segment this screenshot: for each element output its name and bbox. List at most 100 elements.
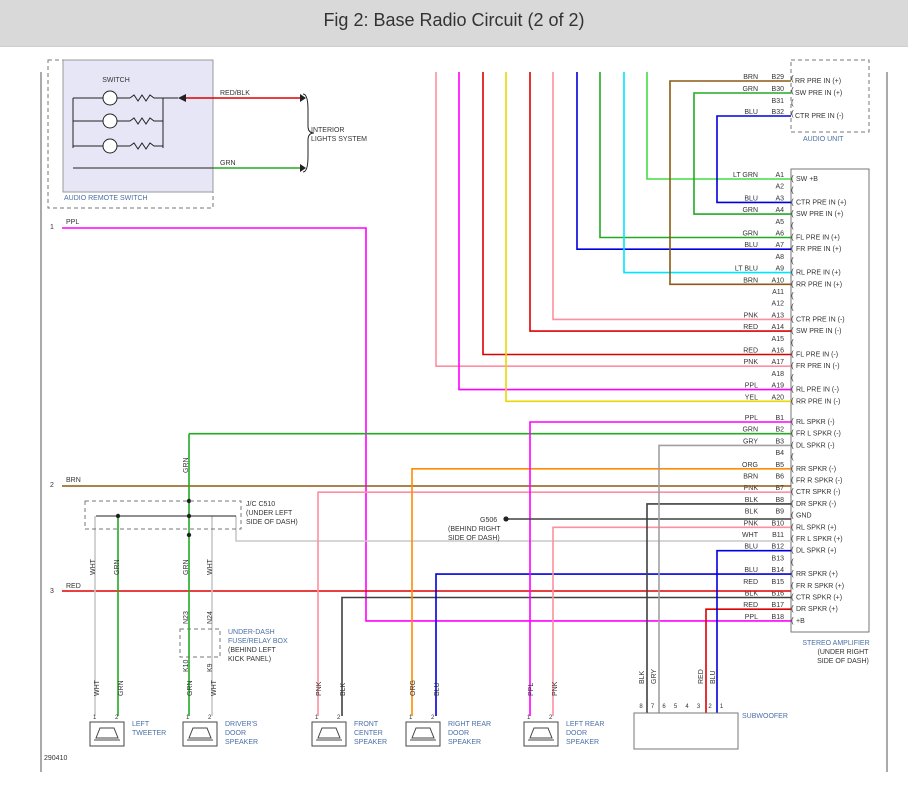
amp-pin-number: A4 (775, 207, 784, 214)
amp-pin-number: B11 (772, 532, 784, 539)
au-pin-signal: RR PRE IN (+) (795, 78, 841, 85)
vwire-label-grn-2: GRN (183, 559, 190, 575)
amp-pin-socket: ( (791, 186, 794, 195)
amp-pin-number: A3 (775, 195, 784, 202)
speaker-icon (95, 727, 119, 739)
ground-node-icon (503, 516, 509, 522)
ground-g506: G506 (BEHIND RIGHT SIDE OF DASH) (448, 516, 509, 542)
amp-pin-socket: ( (791, 417, 794, 426)
remote-switch-switch-label: SWITCH (102, 77, 130, 84)
junction-connector-c510: J/C C510 (UNDER LEFT SIDE OF DASH) (84, 500, 298, 530)
wire-a14 (529, 72, 791, 332)
sub-wire-label: BLU (710, 670, 717, 684)
led-row-2 (73, 113, 163, 129)
amp-pin-signal: FL PRE IN (+) (796, 235, 840, 242)
amp-pin-socket: ( (791, 499, 794, 508)
speaker-box (311, 721, 347, 747)
amp-pin-socket: ( (791, 291, 794, 300)
amp-pin-number: A9 (775, 266, 784, 273)
amp-pin-socket: ( (791, 209, 794, 218)
speaker-wire-label: WHT (94, 679, 101, 696)
speaker-pin-number: 2 (337, 715, 341, 721)
wire-a6 (599, 72, 791, 239)
amp-pin-socket: ( (791, 522, 794, 531)
amp-pin-socket: ( (791, 569, 794, 578)
remote-switch-inner-box (62, 59, 214, 193)
wire-b16-center (341, 596, 791, 716)
amp-pin-signal: DL SPKR (-) (796, 442, 835, 449)
speaker-box (523, 721, 559, 747)
amp-pin-color: PPL (745, 614, 758, 621)
wire-a16 (482, 72, 791, 356)
speaker-pin-number: 1 (93, 715, 97, 721)
speaker-pin-number: 2 (549, 715, 553, 721)
speaker-pin-number: 2 (431, 715, 435, 721)
amp-pin-color: BRN (743, 277, 758, 284)
wire-label-red-blk: RED/BLK (220, 90, 250, 97)
amp-pin-signal: RR SPKR (-) (796, 466, 836, 473)
wire-label-brn-left: BRN (66, 477, 81, 484)
wire-b3-sub (658, 444, 791, 716)
amp-pin-socket: ( (791, 557, 794, 566)
speaker-pin-number: 2 (208, 715, 212, 721)
au-pin-signal: CTR PRE IN (-) (795, 113, 844, 120)
led-icon (102, 113, 118, 129)
amp-pin-signal: FL PRE IN (-) (796, 352, 838, 359)
speaker-wire-label: BLU (434, 682, 441, 696)
wire-b1-lr (529, 421, 791, 716)
amp-pin-socket: ( (791, 361, 794, 370)
amplifier-label-2: (UNDER RIGHT (818, 649, 870, 656)
speaker-icon (188, 727, 212, 739)
speaker-name: SPEAKER (225, 739, 258, 746)
au-pin-socket: ( (791, 98, 794, 107)
amp-pin-socket: ( (791, 534, 794, 543)
ground-label-2: (BEHIND RIGHT (448, 526, 501, 533)
speaker-name: SPEAKER (566, 739, 599, 746)
bracket (302, 93, 315, 173)
sub-wire-label: BLK (639, 670, 646, 684)
left-wires: 1 PPL 2 BRN 3 RED (50, 219, 81, 595)
speaker-pin-number: 1 (409, 715, 413, 721)
au-pin-number: B32 (772, 109, 785, 116)
amp-pin-number: A18 (772, 371, 785, 378)
wire-a13 (552, 72, 791, 321)
amp-pin-socket: ( (791, 256, 794, 265)
audio-unit-label: AUDIO UNIT (803, 136, 844, 143)
amp-pin-signal: DR SPKR (-) (796, 501, 836, 508)
wire-a7 (576, 72, 791, 250)
amp-pin-signal: RR SPKR (+) (796, 571, 838, 578)
sub-pin-number: 8 (639, 704, 643, 710)
amp-pin-socket: ( (791, 593, 794, 602)
wire-a20 (505, 72, 791, 403)
jc-label-2: (UNDER LEFT (246, 510, 293, 517)
amp-pin-signal: RR PRE IN (-) (796, 398, 840, 405)
amp-pin-number: A6 (775, 231, 784, 238)
amp-pin-color: LT GRN (733, 172, 758, 179)
speaker-pin-number: 2 (115, 715, 119, 721)
amp-pin-number: B16 (772, 591, 785, 598)
vertical-wire-labels: GRN WHT GRN GRN WHT (90, 457, 214, 575)
page-title: Fig 2: Base Radio Circuit (2 of 2) (323, 10, 585, 30)
amp-pin-signal: +B (796, 618, 805, 625)
au-pin-number: B31 (772, 98, 785, 105)
amp-pin-socket: ( (791, 487, 794, 496)
amp-pin-signal: SW +B (796, 176, 818, 183)
audio-unit-box (790, 59, 870, 133)
speaker-name: RIGHT REAR (448, 721, 491, 728)
amp-pin-socket: ( (791, 440, 794, 449)
amp-pin-color: PNK (744, 520, 759, 527)
speaker-name: DOOR (448, 730, 469, 737)
fuse-pin-n23: N23 (183, 611, 190, 624)
amp-pin-color: WHT (742, 532, 759, 539)
speaker-name: LEFT REAR (566, 721, 604, 728)
wire-b32-a3 (716, 115, 791, 204)
amp-pin-color: LT BLU (735, 266, 758, 273)
amp-pin-color: GRN (742, 231, 758, 238)
au-pin-number: B30 (772, 86, 785, 93)
amp-pin-color: PNK (744, 312, 759, 319)
amp-pin-signal: DL SPKR (+) (796, 548, 836, 555)
amp-pin-number: B5 (775, 462, 784, 469)
